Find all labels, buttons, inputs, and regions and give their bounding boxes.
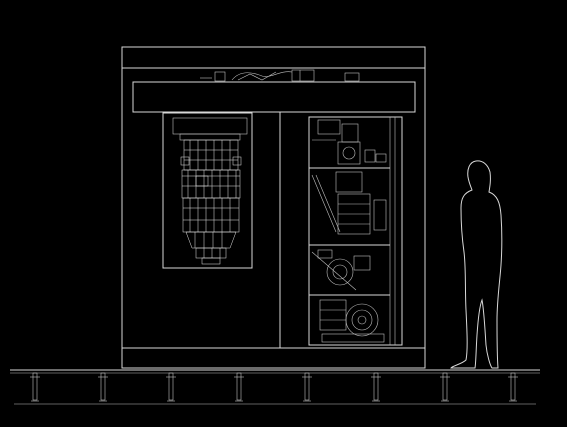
electronics-rack [308, 116, 403, 346]
floor-pedestal [440, 372, 450, 402]
rack-module-top [312, 119, 387, 165]
floor-pedestal [166, 372, 176, 402]
rack-module-base [319, 299, 385, 343]
floor-pedestal [302, 372, 312, 402]
floor-pedestals [30, 372, 518, 402]
enclosure-outline [121, 46, 426, 369]
cryostat-stage-mid [181, 169, 241, 199]
cryostat-stage-upper [180, 139, 242, 171]
human-silhouette [450, 160, 503, 369]
floor-pedestal [234, 372, 244, 402]
floor-pedestal [371, 372, 381, 402]
rack-module-upper [311, 171, 387, 235]
cryostat-mixing-chamber [185, 231, 237, 265]
cryostat [162, 112, 253, 269]
floor-pedestal [98, 372, 108, 402]
rack-module-lower [311, 249, 371, 291]
roof-equipment [200, 69, 360, 82]
rack-frame [308, 116, 403, 346]
floor-pedestal [508, 372, 518, 402]
enclosure-header-panel [132, 81, 416, 113]
enclosure [121, 46, 426, 369]
cryostat-stage-lower [182, 197, 240, 233]
cryostat-frame [162, 112, 253, 269]
floor-pedestal [30, 372, 40, 402]
floor-stand [10, 369, 540, 405]
